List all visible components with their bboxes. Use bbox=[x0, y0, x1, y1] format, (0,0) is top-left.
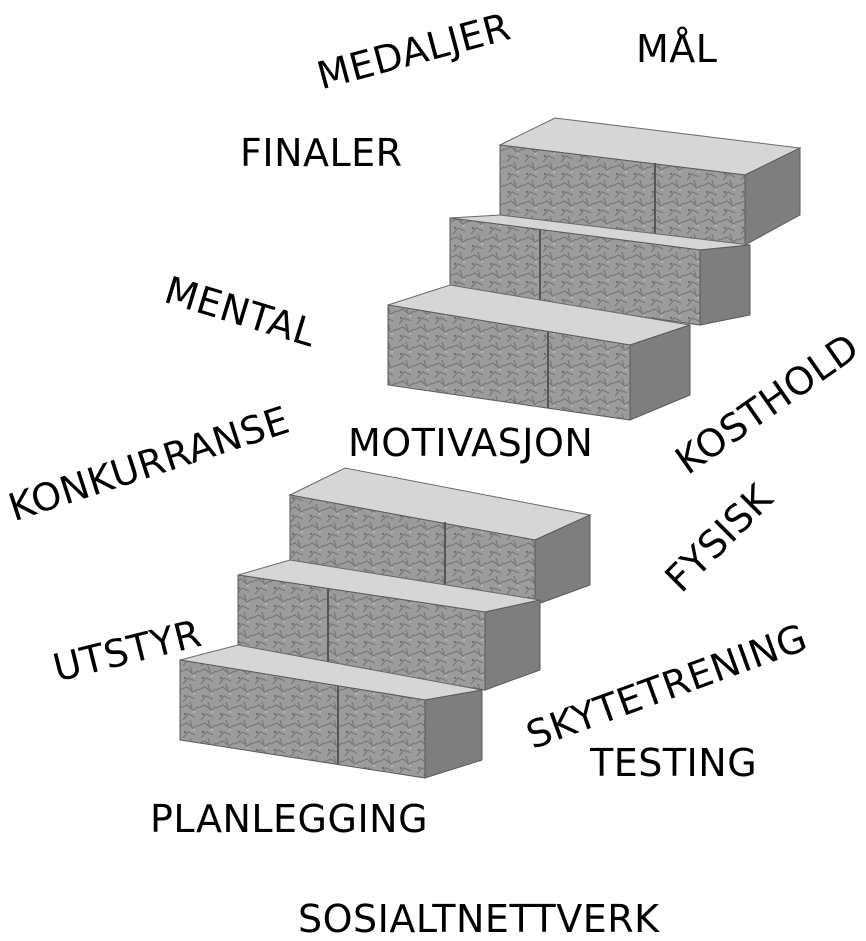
label-planlegging: PLANLEGGING bbox=[150, 800, 428, 838]
label-finaler: FINALER bbox=[240, 134, 403, 172]
label-testing: TESTING bbox=[590, 744, 757, 782]
label-maal: MÅL bbox=[636, 30, 717, 68]
label-motivasjon: MOTIVASJON bbox=[348, 424, 593, 462]
label-sosialtnettverk: SOSIALTNETTVERK bbox=[298, 900, 660, 938]
